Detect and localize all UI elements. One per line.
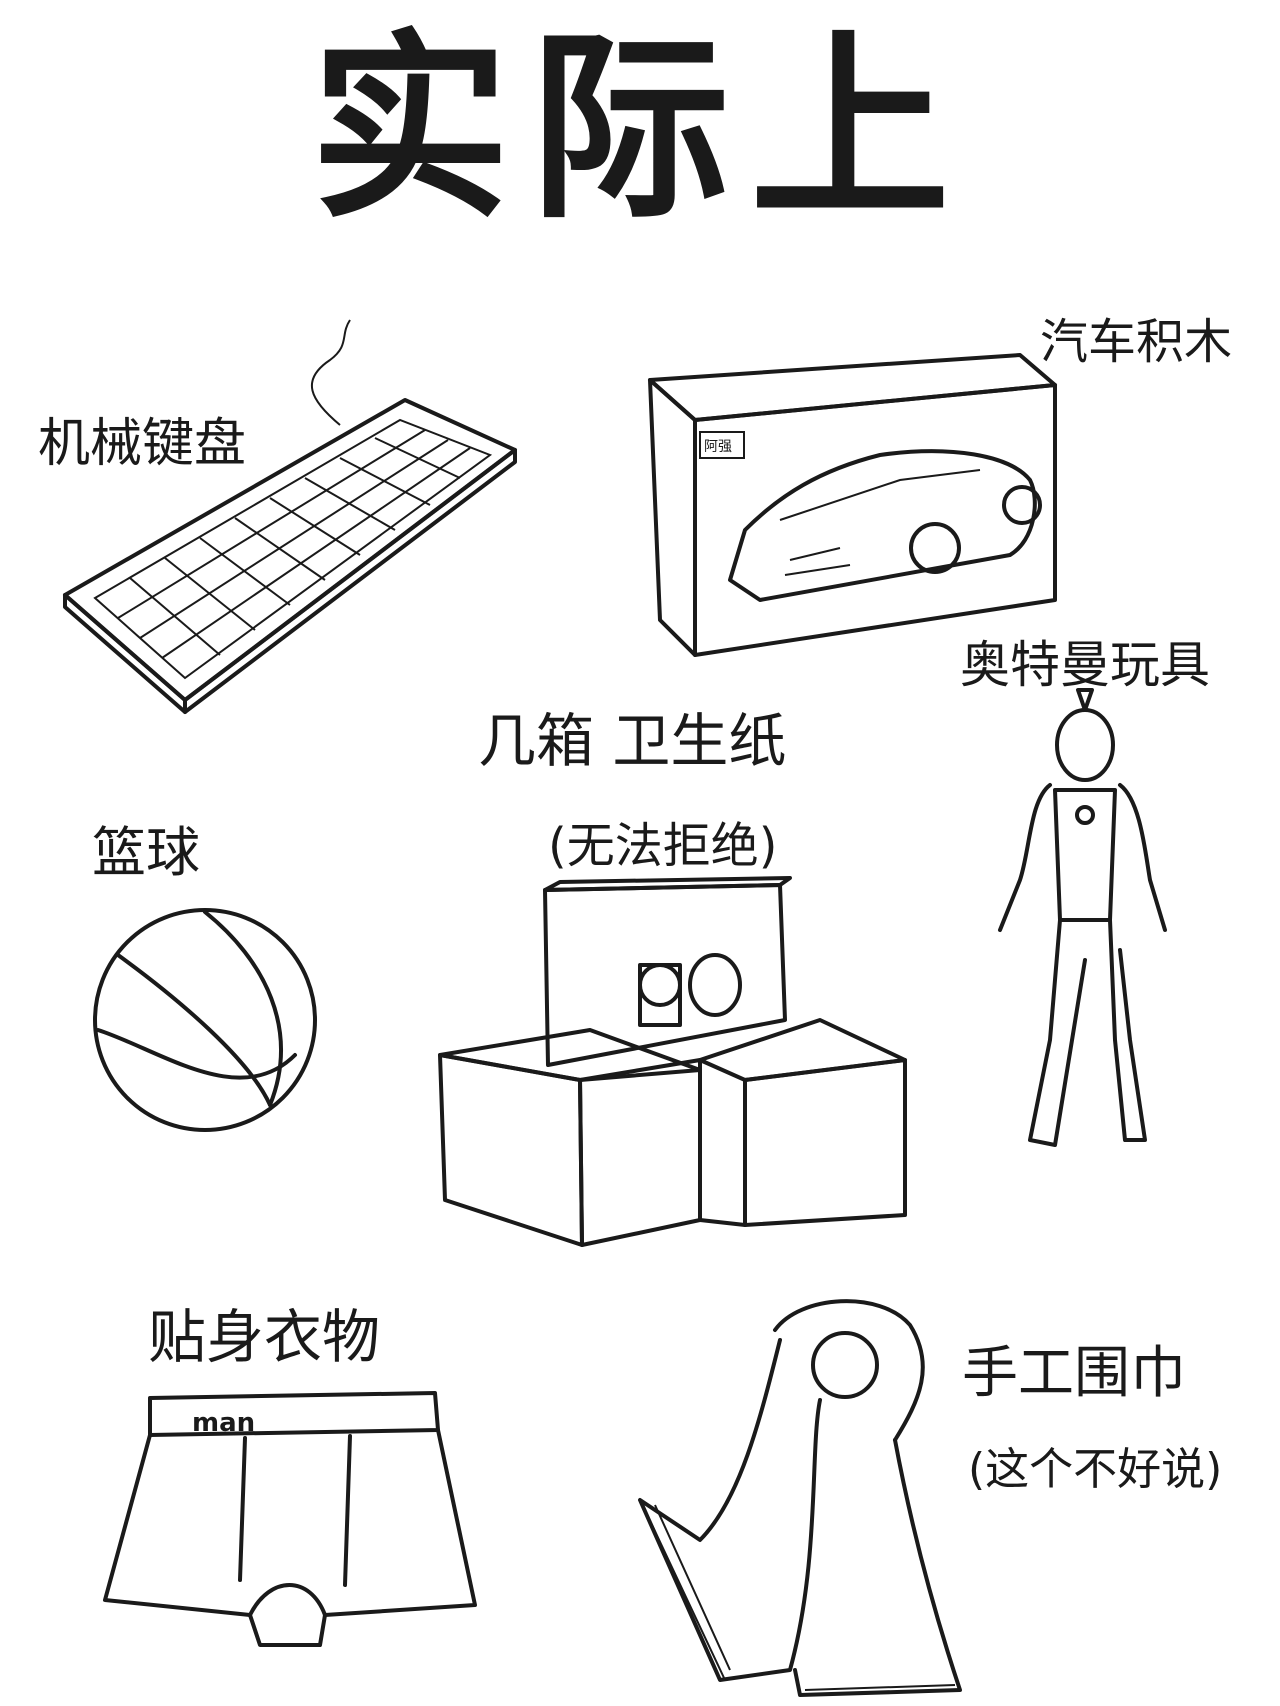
car-blocks-label: 汽车积木 [1040,314,1233,370]
car-box-drawing [648,353,1057,657]
page-title: 实际上 [309,13,970,246]
scarf-note: (这个不好说) [968,1444,1223,1495]
car-box-logo: 阿强 [704,439,732,455]
keyboard-drawing [63,319,517,714]
underwear-drawing [103,1391,477,1647]
ultraman-drawing [998,688,1167,1147]
tissue-boxes-drawing [438,876,907,1247]
tissue-note: (无法拒绝) [548,818,778,874]
tissue-label: 几箱 卫生纸 [478,707,787,775]
ultraman-label: 奥特曼玩具 [960,636,1210,694]
scarf-label: 手工围巾 [962,1341,1186,1406]
scarf-drawing [638,1299,962,1697]
underwear-label: 贴身衣物 [148,1303,381,1371]
underwear-brand-text: man [192,1408,256,1438]
keyboard-label: 机械键盘 [38,414,247,474]
basketball-label: 篮球 [92,821,200,884]
basketball-drawing [93,908,317,1132]
